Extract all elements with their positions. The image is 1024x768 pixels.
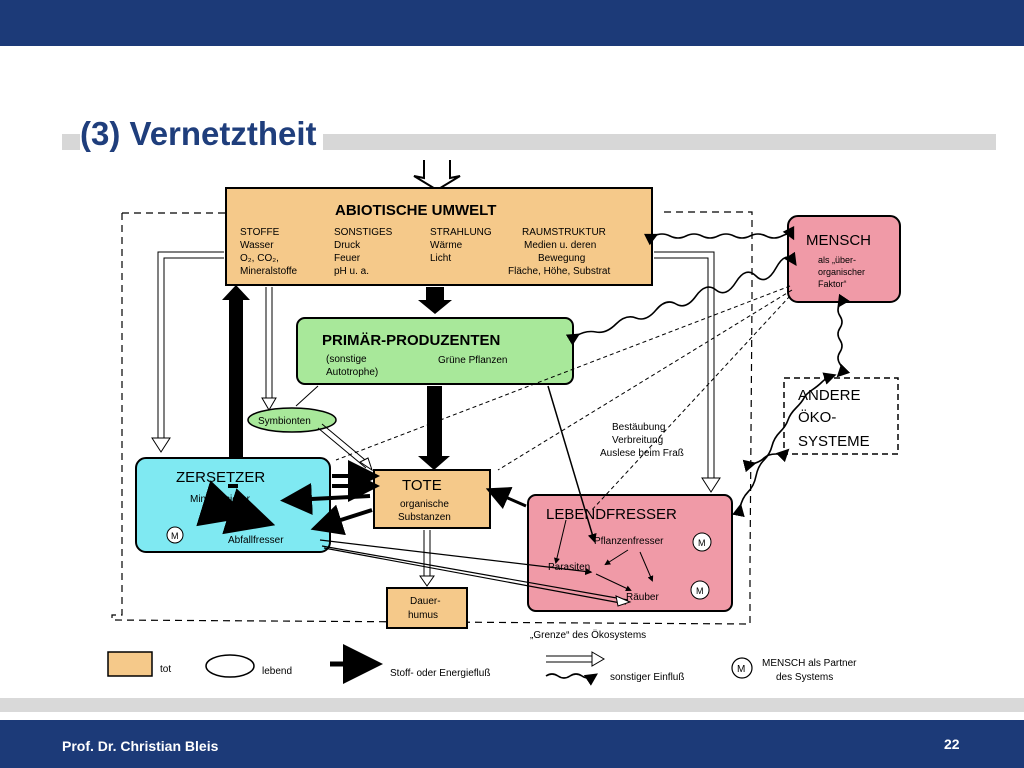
legend-m-label-0: MENSCH als Partner (762, 658, 857, 669)
abiotic-col2-1: Druck (334, 240, 361, 251)
abiotic-col4-0: RAUMSTRUKTUR (522, 227, 606, 238)
abiotic-col1-3: Mineralstoffe (240, 266, 298, 277)
decomposers-m-label: M (171, 531, 179, 541)
legend-living-swatch (205, 654, 255, 678)
symbionts-label: Symbionten (258, 416, 311, 427)
abiotic-col4-2: Bewegung (538, 253, 585, 264)
abiotic-col2-0: SONSTIGES (334, 227, 393, 238)
legend-m-letter: M (737, 664, 745, 675)
producers-right: Grüne Pflanzen (438, 355, 508, 366)
legend-dead-label: tot (160, 664, 171, 675)
abiotic-col4-3: Fläche, Höhe, Substrat (508, 266, 610, 277)
abiotic-col2-2: Feuer (334, 253, 361, 264)
human-sub-2: Faktor“ (818, 279, 847, 289)
annotation-line2: Verbreitung (612, 435, 663, 446)
producers-title: PRIMÄR-PRODUZENTEN (322, 332, 500, 349)
other-line3: SYSTEME (798, 433, 870, 450)
humus-line1: Dauer- (410, 596, 441, 607)
legend: tot lebend Stoff- oder Energiefluß sonst… (107, 644, 857, 686)
page-number: 22 (944, 736, 960, 752)
abiotic-col3-0: STRAHLUNG (430, 227, 492, 238)
abiotic-col4-1: Medien u. deren (524, 240, 596, 251)
legend-m-label-1: des Systems (776, 672, 833, 683)
decomposers-item1: Mineralisierer (190, 494, 251, 505)
flow-arrow-decomposers-abiotic (222, 285, 250, 460)
footer-rule (0, 698, 1024, 712)
bottom-banner (0, 720, 1024, 768)
boundary-label: „Grenze“ des Ökosystems (530, 629, 646, 641)
slide-title: (3) Vernetztheit (80, 112, 323, 156)
consumers-item1: Pflanzenfresser (594, 536, 664, 547)
decomposers-item2: Abfallfresser (228, 535, 284, 546)
legend-influence-label: sonstiger Einfluß (610, 672, 684, 683)
consumers-box (527, 494, 733, 612)
decomposers-m-symbol (166, 526, 184, 544)
abiotic-col3-1: Wärme (430, 240, 463, 251)
human-title: MENSCH (806, 232, 871, 249)
consumers-m2: M (696, 586, 704, 596)
humus-box (386, 587, 468, 629)
legend-dead-swatch (107, 651, 153, 677)
consumers-m1: M (698, 538, 706, 548)
consumers-item2: Parasiten (548, 562, 590, 573)
top-banner (0, 0, 1024, 46)
dead-sub-1: Substanzen (398, 512, 451, 523)
abiotic-col1-2: O₂, CO₂, (240, 253, 279, 264)
abiotic-col1-1: Wasser (240, 240, 274, 251)
producers-left-1: Autotrophe) (326, 367, 378, 378)
consumers-title: LEBENDFRESSER (546, 506, 677, 523)
legend-flow-label: Stoff- oder Energiefluß (390, 668, 490, 679)
legend-living-label: lebend (262, 666, 292, 677)
other-line1: ANDERE (798, 387, 861, 404)
producers-left-0: (sonstige (326, 354, 367, 365)
decomposers-title: ZERSETZER (176, 469, 265, 486)
human-sub-1: organischer (818, 267, 865, 277)
producers-box (296, 317, 574, 385)
human-sub-0: als „über- (818, 255, 856, 265)
abiotic-title: ABIOTISCHE UMWELT (335, 202, 496, 219)
input-arrow (413, 160, 461, 192)
annotation-line1: Bestäubung (612, 422, 665, 433)
abiotic-col3-2: Licht (430, 253, 451, 264)
other-line2: ÖKO- (798, 408, 836, 426)
dead-sub-0: organische (400, 499, 449, 510)
symbionts-oval (247, 407, 337, 433)
humus-line2: humus (408, 610, 438, 621)
abiotic-col1-0: STOFFE (240, 227, 280, 238)
annotation-line3: Auslese beim Fraß (600, 448, 684, 459)
consumers-item3: Räuber (626, 592, 659, 603)
flow-arrow-abiotic-producers (418, 287, 452, 314)
dead-title: TOTE (402, 477, 442, 494)
abiotic-col2-3: pH u. a. (334, 266, 369, 277)
legend-m-symbol (731, 657, 753, 679)
footer-author: Prof. Dr. Christian Bleis (62, 738, 219, 754)
flow-arrow-producers-dead (418, 386, 450, 470)
